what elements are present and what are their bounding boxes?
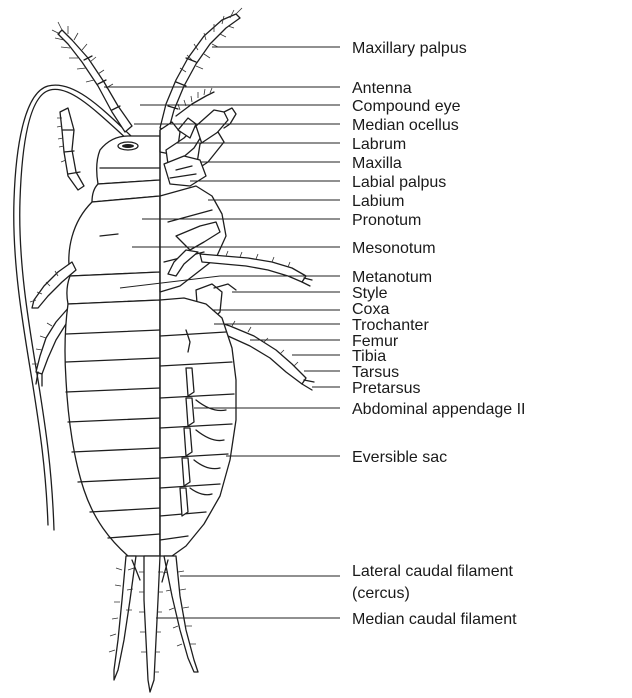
labels: Maxillary palpus Antenna Compound eye Me…: [352, 40, 525, 628]
label-labial-palpus: Labial palpus: [352, 174, 446, 191]
abdomen-left: [65, 300, 160, 556]
label-tibia: Tibia: [352, 348, 386, 365]
label-median-ocellus: Median ocellus: [352, 117, 459, 134]
right-maxillary-palpus: [160, 8, 242, 132]
abdomen-right: [160, 298, 236, 556]
label-lateral-caudal-filament-line2: (cercus): [352, 585, 410, 602]
label-metanotum: Metanotum: [352, 269, 432, 286]
head: [97, 136, 160, 184]
label-eversible-sac: Eversible sac: [352, 449, 447, 466]
label-lateral-caudal-filament: Lateral caudal filament: [352, 563, 514, 580]
left-head-palpus: [57, 108, 84, 190]
label-mesonotum: Mesonotum: [352, 240, 436, 257]
eye-fill: [122, 144, 134, 148]
label-abdominal-appendage-ii: Abdominal appendage II: [352, 401, 525, 418]
label-labrum: Labrum: [352, 136, 406, 153]
label-maxillary-palpus: Maxillary palpus: [352, 40, 467, 57]
label-compound-eye: Compound eye: [352, 98, 461, 115]
label-style: Style: [352, 285, 388, 302]
insect-illustration: [14, 8, 314, 692]
label-maxilla: Maxilla: [352, 155, 402, 172]
label-median-caudal-filament: Median caudal filament: [352, 611, 517, 628]
label-pronotum: Pronotum: [352, 212, 421, 229]
label-antenna: Antenna: [352, 80, 412, 97]
label-labium: Labium: [352, 193, 404, 210]
thorax-left: [67, 196, 160, 304]
label-tarsus: Tarsus: [352, 364, 399, 381]
label-pretarsus: Pretarsus: [352, 380, 420, 397]
label-coxa: Coxa: [352, 301, 389, 318]
label-trochanter: Trochanter: [352, 317, 429, 334]
